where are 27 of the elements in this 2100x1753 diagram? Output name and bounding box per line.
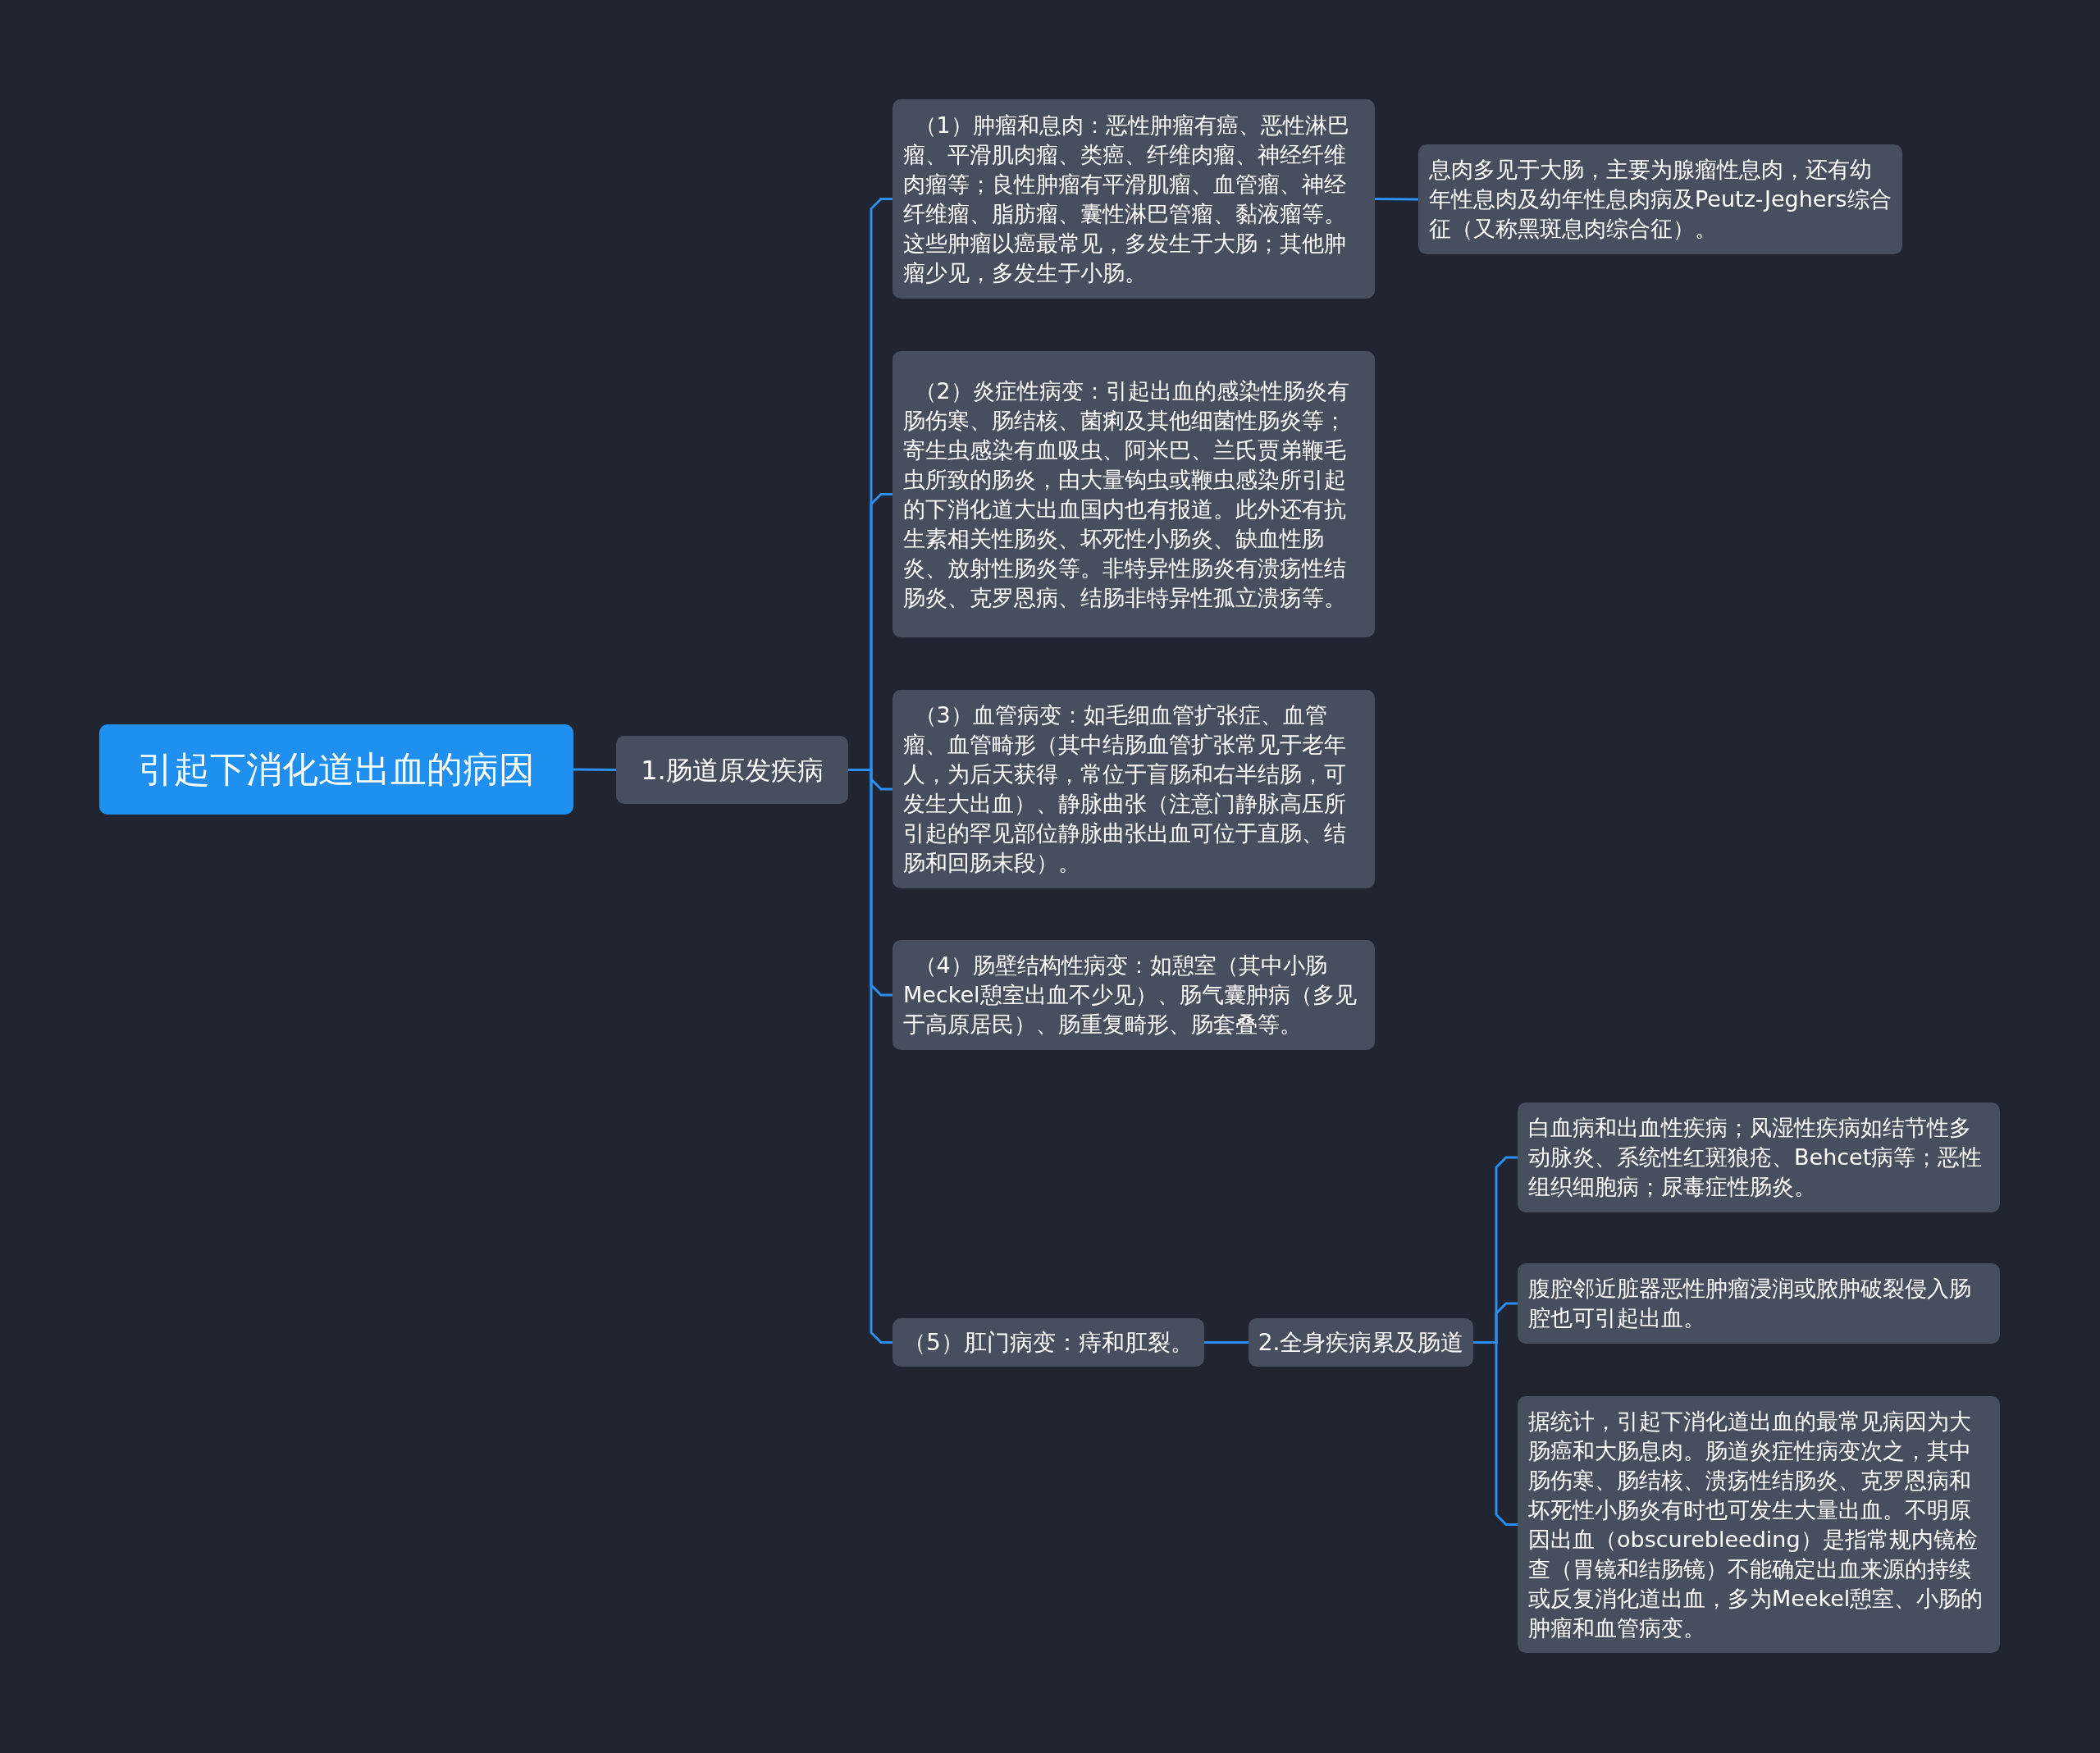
connector-line — [1204, 1341, 1249, 1344]
topic-box — [1418, 144, 1902, 254]
topic-text: （5）肛门病变：痔和肛裂。 — [903, 1327, 1194, 1358]
topic-text: 据统计，引起下消化道出血的最常见病因为大肠癌和大肠息肉。肠道炎症性病变次之，其中肠伤寒、肠结核、溃疡性结肠炎、克罗恩病和坏死性小肠炎有时也可发生大量出血。不明原因出血（obscurebleeding）是指常规内镜检查（胃镜和结肠镜）不能确定出血来源的持续或反复消化道出血，多为Meekel憩室、小肠的肿瘤和血管病变。 — [1528, 1407, 1984, 1642]
topic-text: （2）炎症性病变：引起出血的感染性肠炎有肠伤寒、肠结核、菌痢及其他细菌性肠炎等；寄生虫感染有血吸虫、阿米巴、兰氏贾弟鞭毛虫所致的肠炎，由大量钩虫或鞭虫感染所引起的下消化道大出血国内也有报道。此外还有抗生素相关性肠炎、坏死性小肠炎、缺血性肠炎、放射性肠炎等。非特异性肠炎有溃疡性结肠炎、克罗恩病、结肠非特异性孤立溃疡等。 — [903, 377, 1350, 612]
topic-text: （4）肠壁结构性病变：如憩室（其中小肠Meckel憩室出血不少见）、肠气囊肿病（多见于高原居民）、肠重复畸形、肠套叠等。 — [903, 952, 1358, 1039]
topic-text: 腹腔邻近脏器恶性肿瘤浸润或脓肿破裂侵入肠腔也可引起出血。 — [1528, 1275, 1972, 1332]
topic-text: 白血病和出血性疾病；风湿性疾病如结节性多动脉炎、系统性红斑狼疮、Behcet病等；恶性组织细胞病；尿毒症性肠炎。 — [1528, 1114, 1984, 1201]
root-topic-box — [99, 724, 573, 815]
topic-box — [892, 351, 1375, 637]
topic-box — [1518, 1263, 2000, 1344]
topic-box — [892, 690, 1375, 888]
connector-line — [1375, 198, 1418, 201]
topic-text: 引起下消化道出血的病因 — [138, 747, 535, 792]
topic-text: （1）肿瘤和息肉：恶性肿瘤有癌、恶性淋巴瘤、平滑肌肉瘤、类癌、纤维肉瘤、神经纤维肉瘤等；良性肿瘤有平滑肌瘤、血管瘤、神经纤维瘤、脂肪瘤、囊性淋巴管瘤、黏液瘤等。这些肿瘤以癌最常见，多发生于大肠；其他肿瘤少见，多发生于小肠。 — [903, 111, 1350, 287]
topic-text: 1.肠道原发疾病 — [641, 755, 824, 785]
topic-box — [616, 736, 848, 804]
topic-text: 2.全身疾病累及肠道 — [1258, 1327, 1464, 1358]
topic-box — [892, 940, 1375, 1050]
topic-box — [892, 1318, 1204, 1367]
topic-text: 息肉多见于大肠，主要为腺瘤性息肉，还有幼年性息肉及幼年性息肉病及Peutz-Jeghers综合征（又称黑斑息肉综合征）。 — [1429, 156, 1892, 243]
topic-text: （3）血管病变：如毛细血管扩张症、血管瘤、血管畸形（其中结肠血管扩张常见于老年人，为后天获得，常位于盲肠和右半结肠，可发生大出血）、静脉曲张（注意门静脉高压所引起的罕见部位静脉曲张出血可位于直肠、结肠和回肠末段）。 — [903, 701, 1347, 877]
topic-box — [1249, 1318, 1473, 1367]
topic-box — [892, 99, 1375, 299]
topic-box — [1518, 1102, 2000, 1212]
connector-line — [1473, 1341, 1518, 1526]
connector-line — [573, 768, 616, 771]
